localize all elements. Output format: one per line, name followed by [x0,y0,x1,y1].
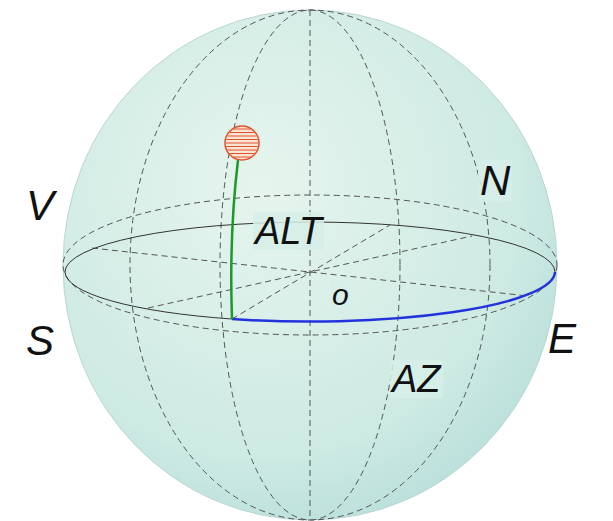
horizon-front [65,272,232,319]
sphere [63,10,557,520]
azimuth-arc [232,272,555,322]
axis-label: ALT [253,212,324,250]
sun-symbol [225,126,259,160]
axis-label: S [24,320,56,362]
axis-label: E [546,318,578,360]
altitude-arc [231,160,238,319]
axis-label: o [330,280,351,310]
axis-label: AZ [390,360,443,398]
axis-label: V [24,185,56,227]
axis-label: N [478,160,512,202]
meridians [63,10,557,520]
